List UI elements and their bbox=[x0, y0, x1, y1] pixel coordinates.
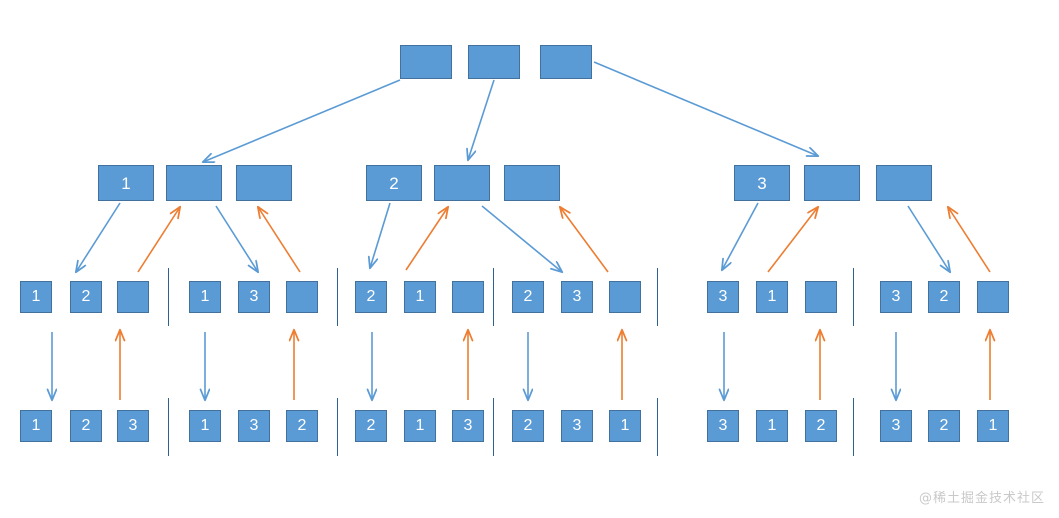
arrow-b1-up-right bbox=[258, 207, 301, 273]
node-level-2-g4-c1: 2 bbox=[512, 281, 544, 313]
node-level-0-g1-c1 bbox=[400, 45, 452, 79]
node-level-3-g2-c3: 2 bbox=[286, 410, 318, 442]
node-level-0-g1-c3 bbox=[540, 45, 592, 79]
node-level-2-g3-c2: 1 bbox=[404, 281, 436, 313]
node-level-3-g5-c1: 3 bbox=[707, 410, 739, 442]
group-separator-10 bbox=[853, 398, 854, 456]
node-level-1-g1-c3 bbox=[236, 165, 292, 201]
node-level-2-g4-c3 bbox=[609, 281, 641, 313]
node-level-2-g5-c3 bbox=[805, 281, 837, 313]
group-separator-8 bbox=[493, 398, 494, 456]
group-separator-6 bbox=[168, 398, 169, 456]
node-level-3-g3-c1: 2 bbox=[355, 410, 387, 442]
node-level-2-g1-c2: 2 bbox=[70, 281, 102, 313]
node-level-2-g2-c3 bbox=[286, 281, 318, 313]
node-level-2-g6-c3 bbox=[977, 281, 1009, 313]
node-level-3-g5-c3: 2 bbox=[805, 410, 837, 442]
node-level-3-g6-c2: 2 bbox=[928, 410, 960, 442]
node-level-2-g5-c2: 1 bbox=[756, 281, 788, 313]
node-level-2-g6-c1: 3 bbox=[880, 281, 912, 313]
node-level-2-g1-c3 bbox=[117, 281, 149, 313]
arrow-b3-up-left bbox=[767, 207, 818, 273]
node-level-3-g4-c3: 1 bbox=[609, 410, 641, 442]
arrow-root-to-branch-2 bbox=[468, 79, 495, 160]
node-level-1-g3-c1: 3 bbox=[734, 165, 790, 201]
node-level-3-g6-c1: 3 bbox=[880, 410, 912, 442]
node-level-3-g1-c1: 1 bbox=[20, 410, 52, 442]
node-level-2-g2-c2: 3 bbox=[238, 281, 270, 313]
node-level-3-g1-c2: 2 bbox=[70, 410, 102, 442]
node-level-1-g2-c1: 2 bbox=[366, 165, 422, 201]
node-level-2-g4-c2: 3 bbox=[561, 281, 593, 313]
node-level-2-g3-c3 bbox=[452, 281, 484, 313]
arrow-b2-down-right bbox=[481, 205, 562, 272]
group-separator-1 bbox=[168, 268, 169, 326]
group-separator-2 bbox=[337, 268, 338, 326]
node-level-1-g2-c3 bbox=[504, 165, 560, 201]
node-level-3-g3-c2: 1 bbox=[404, 410, 436, 442]
arrow-b2-up-left bbox=[405, 207, 448, 271]
arrow-root-to-branch-3 bbox=[593, 61, 818, 156]
arrow-b3-down-left bbox=[722, 202, 759, 270]
node-level-1-g3-c3 bbox=[876, 165, 932, 201]
group-separator-5 bbox=[853, 268, 854, 326]
node-level-3-g4-c2: 3 bbox=[561, 410, 593, 442]
group-separator-3 bbox=[493, 268, 494, 326]
node-level-3-g2-c1: 1 bbox=[189, 410, 221, 442]
arrow-b1-down-left bbox=[76, 202, 121, 272]
group-separator-9 bbox=[657, 398, 658, 456]
arrow-b1-up-left bbox=[137, 207, 180, 273]
node-level-0-g1-c2 bbox=[468, 45, 520, 79]
node-level-3-g6-c3: 1 bbox=[977, 410, 1009, 442]
node-level-2-g2-c1: 1 bbox=[189, 281, 221, 313]
node-level-1-g3-c2 bbox=[804, 165, 860, 201]
node-level-2-g3-c1: 2 bbox=[355, 281, 387, 313]
group-separator-7 bbox=[337, 398, 338, 456]
watermark: @稀土掘金技术社区 bbox=[918, 491, 1045, 506]
node-level-3-g3-c3: 3 bbox=[452, 410, 484, 442]
node-level-3-g2-c2: 3 bbox=[238, 410, 270, 442]
arrow-b2-up-right bbox=[560, 207, 609, 273]
node-level-3-g5-c2: 1 bbox=[756, 410, 788, 442]
node-level-3-g1-c3: 3 bbox=[117, 410, 149, 442]
group-separator-4 bbox=[657, 268, 658, 326]
arrow-b2-down-left bbox=[370, 202, 391, 268]
arrow-b3-up-right bbox=[948, 207, 991, 273]
node-level-1-g1-c1: 1 bbox=[98, 165, 154, 201]
arrow-b1-down-right bbox=[215, 205, 258, 272]
node-level-3-g4-c1: 2 bbox=[512, 410, 544, 442]
node-level-1-g2-c2 bbox=[434, 165, 490, 201]
node-level-1-g1-c2 bbox=[166, 165, 222, 201]
node-level-2-g5-c1: 3 bbox=[707, 281, 739, 313]
node-level-2-g1-c1: 1 bbox=[20, 281, 52, 313]
node-level-2-g6-c2: 2 bbox=[928, 281, 960, 313]
arrow-b3-down-right bbox=[907, 205, 950, 272]
arrow-root-to-branch-1 bbox=[203, 79, 401, 162]
